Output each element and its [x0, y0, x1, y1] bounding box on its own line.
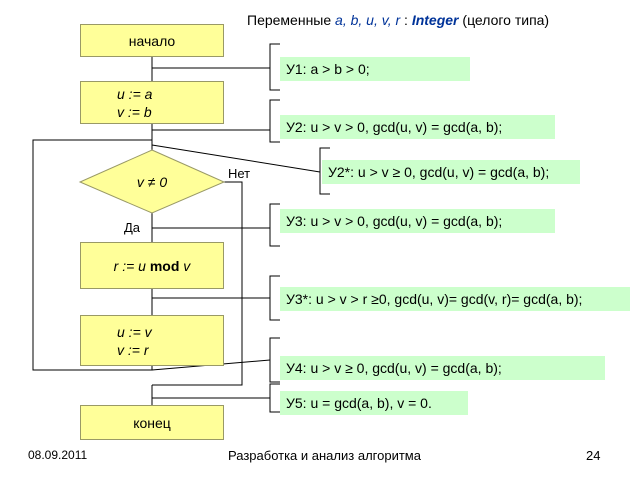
condition-u1: У1: a > b > 0; — [280, 57, 470, 81]
variables-header: Переменные a, b, u, v, r : Integer (цело… — [247, 12, 549, 28]
mod-post: v — [179, 257, 191, 274]
page-number: 24 — [586, 448, 601, 463]
end-box: конец — [80, 405, 224, 440]
mod-box: r := u mod v — [80, 242, 224, 289]
assign-line-u: u := a — [117, 85, 153, 102]
header-vars: a, b, u, v, r — [335, 12, 401, 28]
header-suffix: (целого типа) — [458, 12, 550, 28]
assign-box-1: u := a v := b — [80, 81, 224, 124]
condition-u4: У4: u > v ≥ 0, gcd(u, v) = gcd(a, b); — [280, 356, 605, 380]
condition-u2: У2: u > v > 0, gcd(u, v) = gcd(a, b); — [280, 115, 555, 139]
assign-line-v: v := b — [117, 103, 152, 120]
assign2-line-u: u := v — [117, 323, 152, 340]
assign-box-2: u := v v := r — [80, 315, 224, 366]
start-box: начало — [80, 24, 224, 57]
footer-title: Разработка и анализ алгоритма — [228, 448, 421, 463]
condition-u5: У5: u = gcd(a, b), v = 0. — [280, 391, 468, 415]
header-sep: : — [400, 12, 412, 28]
no-label: Нет — [228, 166, 251, 181]
condition-u3: У3: u > v > 0, gcd(u, v) = gcd(a, b); — [280, 209, 555, 233]
condition-u2star: У2*: u > v ≥ 0, gcd(u, v) = gcd(a, b); — [322, 160, 580, 184]
mod-op: mod — [149, 257, 180, 274]
footer-date: 08.09.2011 — [28, 448, 88, 462]
condition-u3star: У3*: u > v > r ≥0, gcd(u, v)= gcd(v, r)=… — [280, 287, 630, 311]
assign2-line-v: v := r — [117, 341, 149, 358]
yes-label: Да — [124, 220, 141, 235]
mod-pre: r := u — [113, 257, 150, 274]
decision-label: v ≠ 0 — [136, 174, 168, 190]
header-prefix: Переменные — [247, 12, 336, 28]
header-type: Integer — [411, 12, 459, 28]
decision-diamond — [78, 149, 226, 214]
